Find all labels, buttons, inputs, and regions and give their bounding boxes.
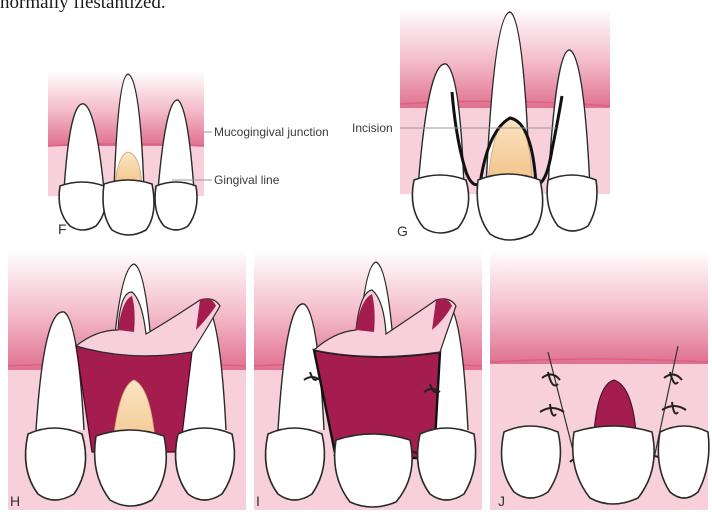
panel-letter-f: F xyxy=(58,221,67,237)
panel-j xyxy=(490,250,709,510)
panel-h xyxy=(8,250,246,510)
panel-letter-g: G xyxy=(397,223,408,239)
mucogingival-label: Mucogingival junction xyxy=(214,125,329,139)
panel-i xyxy=(254,250,482,510)
panel-f xyxy=(48,70,212,235)
gingival-line-label: Gingival line xyxy=(214,173,280,187)
panel-letter-i: I xyxy=(256,493,260,509)
panel-g xyxy=(400,8,610,240)
panel-letter-j: J xyxy=(498,493,505,509)
incision-label: Incision xyxy=(352,121,393,135)
panel-letter-h: H xyxy=(10,493,20,509)
